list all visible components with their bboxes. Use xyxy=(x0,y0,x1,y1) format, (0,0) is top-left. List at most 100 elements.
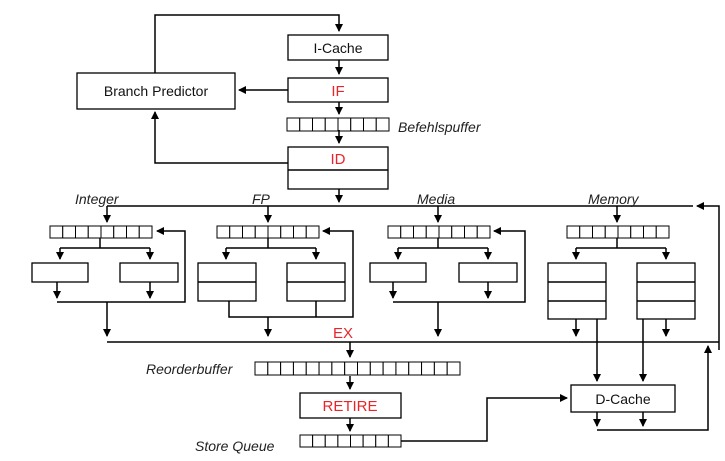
retire-label: RETIRE xyxy=(322,398,377,415)
queue-slot xyxy=(312,117,326,132)
queue-slot xyxy=(363,117,377,132)
queue-slot xyxy=(350,434,364,448)
queue-slot xyxy=(280,225,294,239)
queue-slot xyxy=(267,361,282,376)
memory-unit-label: Memory xyxy=(588,191,640,207)
queue-slot xyxy=(592,225,606,239)
branch-predictor-label: Branch Predictor xyxy=(104,83,209,99)
predictor-to-icache-line xyxy=(154,14,343,76)
befehlspuffer-label: Befehlspuffer xyxy=(398,119,482,135)
queue-slot xyxy=(344,361,359,376)
fp-queue xyxy=(216,225,320,239)
if-label: IF xyxy=(331,83,344,100)
queue-slot xyxy=(292,361,307,376)
queue-slot xyxy=(337,117,352,132)
queue-slot xyxy=(254,225,269,239)
dcache-label: D-Cache xyxy=(595,391,650,407)
fp-bypass-line xyxy=(228,227,354,318)
integer-alu2 xyxy=(119,262,179,283)
queue-slot xyxy=(421,361,435,376)
integer-alu1 xyxy=(31,262,89,283)
queue-slot xyxy=(566,225,581,239)
queue-slot xyxy=(357,361,371,376)
queue-slot xyxy=(216,225,231,239)
queue-slot xyxy=(293,225,307,239)
queue-slot xyxy=(387,434,402,448)
media-unit2 xyxy=(458,262,518,283)
queue-slot xyxy=(305,361,320,376)
memory-feedback-line xyxy=(696,202,720,350)
icache-label: I-Cache xyxy=(313,40,362,56)
queue-slot xyxy=(305,225,320,239)
media-unit-label: Media xyxy=(417,191,455,207)
queue-slot xyxy=(62,225,76,239)
queue-slot xyxy=(299,117,313,132)
queue-slot xyxy=(286,117,301,132)
queue-slot xyxy=(400,225,414,239)
media-fanout-line xyxy=(398,238,488,249)
queue-slot xyxy=(126,225,140,239)
id-to-predictor-arrow xyxy=(151,111,288,164)
dcache-to-ex-line xyxy=(597,345,712,431)
retire-box xyxy=(299,392,402,419)
memory-queue xyxy=(566,225,670,239)
integer-bypass-line xyxy=(57,227,186,303)
queue-slot xyxy=(242,225,256,239)
queue-slot xyxy=(331,361,346,376)
dcache-box xyxy=(570,384,676,413)
fp-unit-label: FP xyxy=(252,191,271,207)
memory-fanout-line xyxy=(576,238,666,249)
store-queue-label: Store Queue xyxy=(195,438,275,454)
media-bypass-line xyxy=(393,227,526,303)
queue-slot xyxy=(337,434,352,448)
queue-slot xyxy=(579,225,593,239)
queue-slot xyxy=(395,361,410,376)
queue-slot xyxy=(280,361,294,376)
queue-slot xyxy=(350,117,364,132)
queue-slot xyxy=(630,225,644,239)
queue-slot xyxy=(425,225,440,239)
memory-unit1 xyxy=(547,262,607,320)
integer-fanout-line xyxy=(60,238,150,249)
queue-slot xyxy=(446,361,461,376)
storequeue-to-dcache-arrow xyxy=(401,394,568,442)
queue-slot xyxy=(318,361,333,376)
queue-slot xyxy=(604,225,619,239)
queue-slot xyxy=(254,361,269,376)
integer-queue xyxy=(49,225,153,239)
queue-slot xyxy=(375,117,390,132)
media-queue xyxy=(387,225,491,239)
queue-slot xyxy=(75,225,89,239)
queue-slot xyxy=(138,225,153,239)
queue-slot xyxy=(49,225,64,239)
queue-slot xyxy=(312,434,326,448)
queue-slot xyxy=(438,225,453,239)
queue-slot xyxy=(382,361,397,376)
queue-slot xyxy=(375,434,389,448)
reorderbuffer-queue xyxy=(254,361,461,376)
queue-slot xyxy=(87,225,102,239)
queue-slot xyxy=(413,225,427,239)
queue-slot xyxy=(113,225,127,239)
media-unit1 xyxy=(369,262,427,283)
queue-slot xyxy=(100,225,115,239)
queue-slot xyxy=(408,361,423,376)
queue-slot xyxy=(299,434,314,448)
queue-slot xyxy=(362,434,377,448)
queue-slot xyxy=(433,361,448,376)
icache-box xyxy=(287,34,389,61)
id-label: ID xyxy=(331,151,346,168)
ex-label: EX xyxy=(333,325,353,342)
queue-slot xyxy=(464,225,478,239)
queue-slot xyxy=(643,225,657,239)
reorderbuffer-label: Reorderbuffer xyxy=(146,361,234,377)
queue-slot xyxy=(476,225,491,239)
queue-slot xyxy=(655,225,670,239)
memory-unit2 xyxy=(636,262,696,320)
queue-slot xyxy=(267,225,282,239)
befehlspuffer-queue xyxy=(286,117,390,132)
queue-slot xyxy=(617,225,632,239)
queue-slot xyxy=(229,225,243,239)
queue-slot xyxy=(369,361,384,376)
